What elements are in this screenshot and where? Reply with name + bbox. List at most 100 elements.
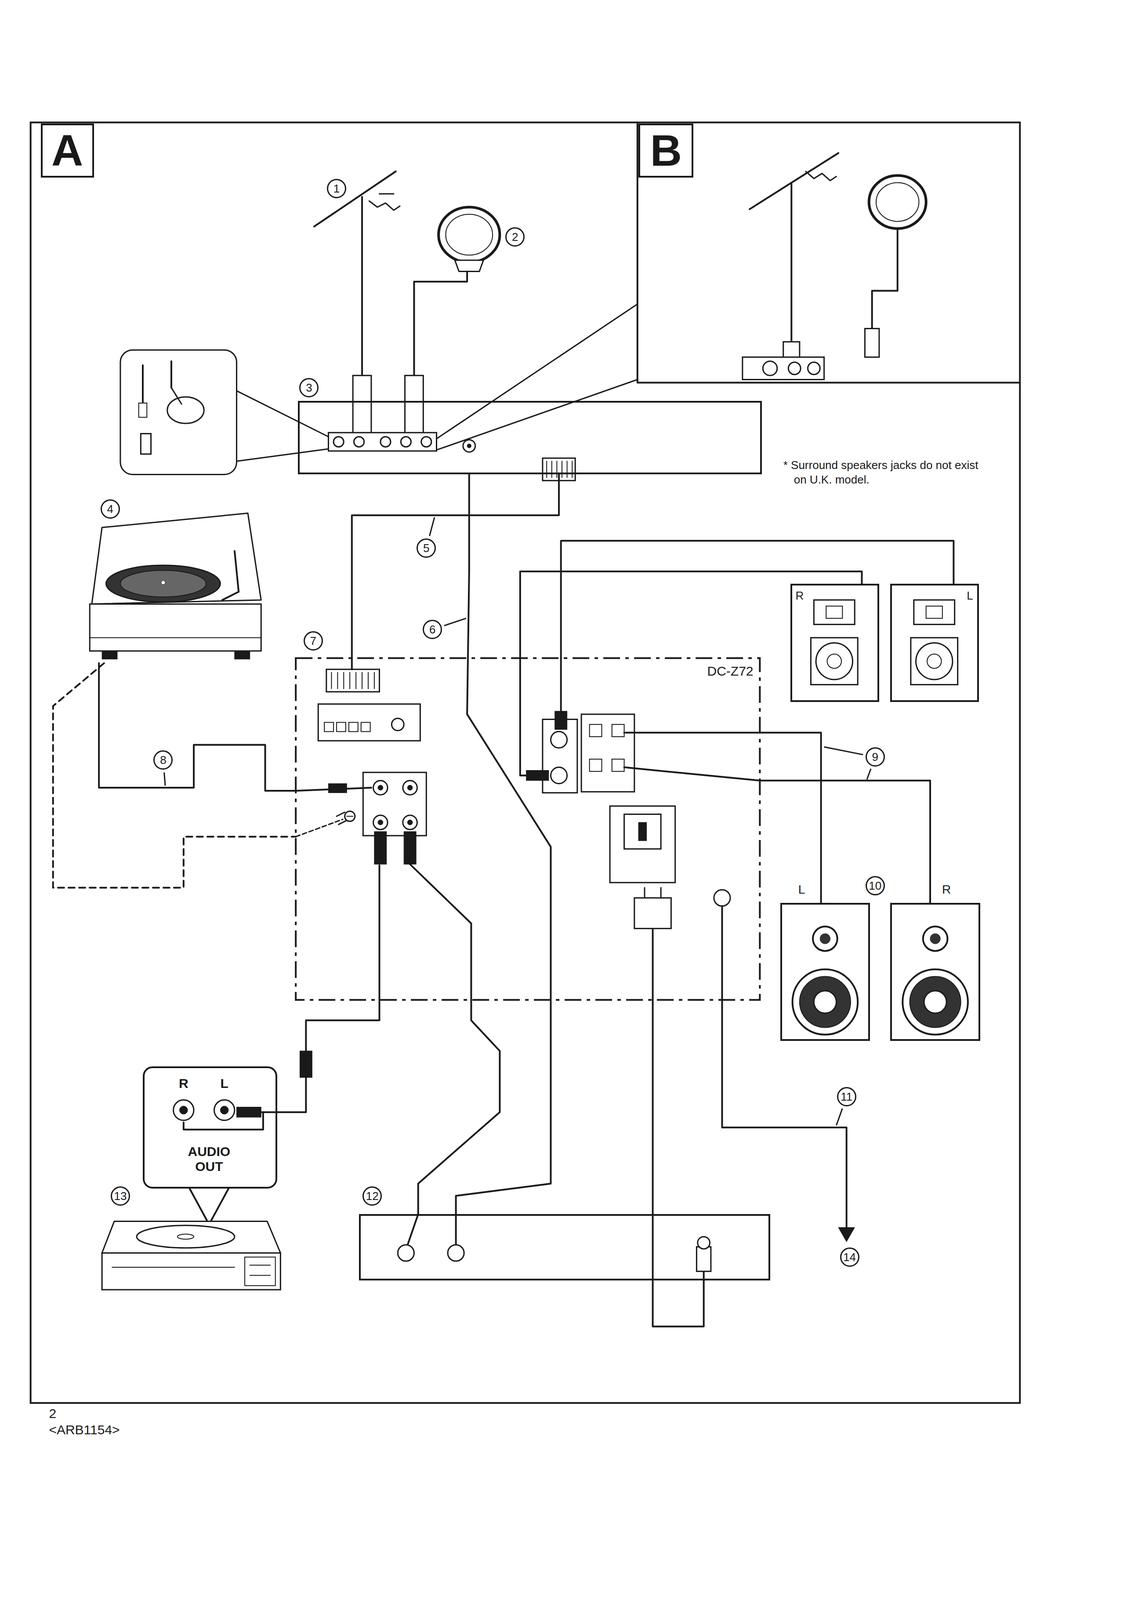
surround-speaker: L [890, 583, 979, 702]
tweeter [813, 599, 855, 625]
compact-disc [177, 1233, 194, 1240]
connection-cable [759, 780, 931, 903]
ac-plug [660, 887, 662, 898]
woofer [924, 990, 947, 1013]
woofer [827, 653, 842, 668]
pin-jack [377, 819, 384, 825]
callout-number: 10 [865, 875, 885, 896]
ribbon-socket [355, 672, 357, 689]
ribbon-socket [367, 672, 369, 689]
rca-plug [328, 783, 347, 793]
balloon-pointer [209, 1188, 229, 1224]
pin-jack [447, 1244, 464, 1261]
leader-line [429, 517, 435, 537]
channel-label: L [966, 589, 973, 603]
woofer [915, 642, 953, 680]
gnd-lug [338, 819, 348, 824]
control-terminal [361, 721, 371, 732]
control-terminal [348, 721, 359, 732]
turntable-foot [234, 650, 251, 660]
pin-jack [179, 1105, 189, 1114]
am-loop-antenna [438, 206, 500, 262]
cd-player-top [101, 1221, 281, 1253]
cd-player-front [101, 1252, 281, 1290]
amplifier-outline [295, 657, 760, 1000]
tweeter [826, 605, 843, 619]
pin-jack [762, 361, 777, 376]
woofer [813, 990, 837, 1013]
antenna-wire [872, 229, 898, 329]
tweeter [812, 926, 838, 951]
audio-cable [378, 864, 381, 1000]
pin-jack [397, 1244, 414, 1261]
terminal-screw [807, 362, 820, 375]
woofer-frame [810, 637, 858, 685]
tweeter [926, 605, 943, 619]
channel-label: R [795, 589, 804, 603]
power-plug [713, 889, 731, 906]
connection-cable [277, 999, 380, 1112]
turntable-lid [91, 513, 261, 605]
ribbon-cable [561, 460, 563, 478]
cd-player-front [112, 1266, 235, 1268]
woofer [909, 975, 961, 1027]
turntable: 4 [89, 510, 264, 664]
pin-jack [402, 780, 417, 795]
ribbon-socket [330, 672, 332, 689]
panel-badge: B [638, 123, 694, 178]
wire-detail [141, 365, 144, 403]
woofer [927, 653, 942, 668]
pin-jack [213, 1099, 235, 1120]
channel-label: L [798, 882, 806, 897]
ac-outlet [624, 813, 662, 849]
pin-jack [373, 815, 388, 830]
antenna-wire [361, 196, 363, 376]
antenna-wire [413, 271, 468, 376]
callout-number: 14 [840, 1246, 860, 1267]
amplifier-unit: 7DC-Z72 [295, 657, 760, 1000]
rca-plug [403, 831, 417, 864]
cassette-deck: 12 [358, 1213, 770, 1280]
ribbon-cable [566, 460, 568, 478]
connection-cable [418, 999, 501, 1214]
pin-jack [407, 784, 413, 790]
leader-line [866, 768, 871, 780]
connection-cable [98, 663, 296, 791]
pin-jack [463, 439, 476, 452]
jack-label: AUDIO OUT [181, 1143, 237, 1174]
turntable-foot [101, 650, 118, 660]
speaker-cable [624, 731, 761, 734]
connection-cable [652, 999, 704, 1327]
ground-wire [53, 663, 296, 888]
pin-jack [220, 1105, 229, 1114]
ribbon-socket [337, 672, 338, 689]
control-terminal [336, 721, 346, 732]
tonearm [222, 550, 239, 600]
input-jack-panel [362, 771, 427, 836]
antenna-plug [405, 375, 424, 435]
antenna-wire [805, 171, 837, 181]
callout-number: 7 [303, 630, 323, 651]
leader-line [836, 1108, 843, 1126]
callout-number: 12 [362, 1185, 382, 1206]
ribbon-socket [326, 669, 380, 692]
surround-cable [520, 657, 529, 776]
pin-jack [407, 819, 413, 825]
control-panel [318, 703, 421, 741]
rca-plug [526, 770, 549, 781]
turntable-platter [120, 570, 207, 597]
fm-antenna-symbol [314, 171, 396, 227]
woofer [799, 975, 851, 1027]
control-jack [391, 717, 404, 731]
power-inlet [696, 1246, 711, 1272]
callout-number: 13 [110, 1185, 131, 1206]
connection-cable [456, 474, 551, 1214]
audio-cable [408, 1213, 419, 1243]
callout-number: 1 [326, 178, 347, 199]
leader-line [236, 390, 329, 437]
ribbon-socket [343, 672, 345, 689]
callout-number: 5 [416, 538, 436, 558]
